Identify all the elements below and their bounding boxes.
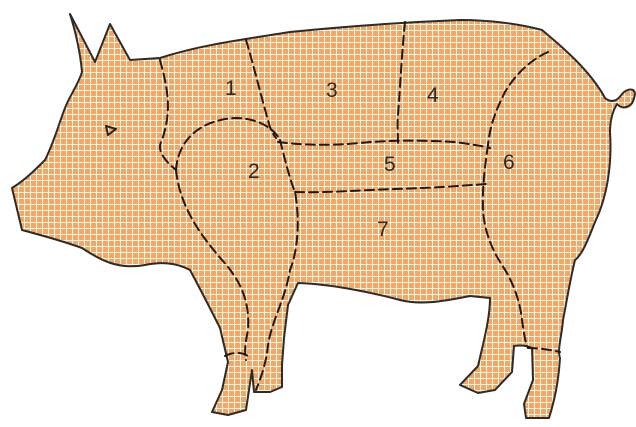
- region-label-6: 6: [503, 151, 515, 174]
- region-label-4: 4: [427, 84, 439, 107]
- region-label-5: 5: [384, 153, 396, 176]
- region-label-2: 2: [248, 160, 260, 183]
- region-label-3: 3: [326, 79, 338, 102]
- pig-body-outline: [12, 14, 635, 418]
- region-label-7: 7: [377, 218, 389, 241]
- region-label-1: 1: [225, 77, 237, 100]
